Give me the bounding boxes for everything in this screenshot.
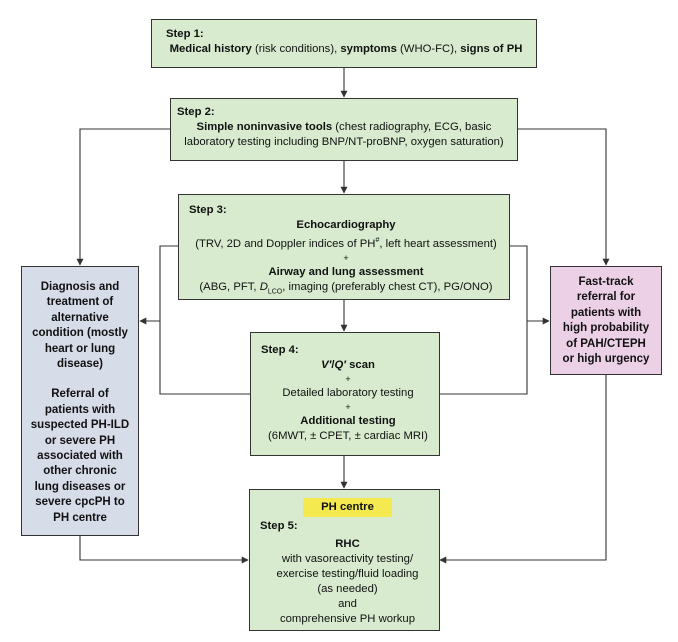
fast-track-referral-box: Fast-track referral for patients with hi…: [550, 266, 662, 375]
line-step3-right-bracket: [440, 245, 528, 395]
step4-additional-detail: (6MWT, ± CPET, ± cardiac MRI): [268, 430, 428, 442]
left-line-a5: disease): [56, 358, 104, 371]
step5-line4: comprehensive PH workup: [280, 613, 415, 625]
step1-signs: signs of PH: [460, 43, 523, 55]
step4-vq-v: V′: [321, 359, 332, 371]
right-line-5: or high urgency: [562, 353, 650, 366]
left-line-a3: condition (mostly: [32, 327, 128, 340]
step5-rhc: RHC: [335, 538, 360, 550]
step5-label: Step 5:: [260, 520, 298, 532]
step3-box: Step 3: Echocardiography (TRV, 2D and Do…: [178, 194, 510, 300]
alternative-diagnosis-box: Diagnosis and treatment of alternative c…: [21, 266, 139, 536]
step4-lab: Detailed laboratory testing: [282, 387, 414, 399]
right-line-4: of PAH/CTEPH: [566, 337, 646, 350]
step5-line1: with vasoreactivity testing/: [281, 553, 414, 565]
step1-symptoms-note: (WHO-FC),: [396, 43, 461, 55]
step2-tools-note: (chest radiography, ECG, basic: [332, 121, 492, 133]
arrow-step2-to-left: [76, 128, 170, 266]
right-line-2: patients with: [570, 306, 642, 319]
left-line-b7: severe cpcPH to: [35, 496, 125, 509]
step3-airway: Airway and lung assessment: [268, 265, 424, 278]
step1-history-note: (risk conditions),: [251, 43, 341, 55]
left-line-b1: patients with: [44, 403, 116, 416]
step1-history: Medical history: [169, 43, 252, 55]
step4-plus-2: +: [345, 402, 351, 412]
step1-box: Step 1: Medical history (risk conditions…: [151, 19, 537, 68]
left-line-b6: lung diseases or: [34, 480, 126, 493]
step5-and: and: [338, 598, 357, 610]
line-step3-left-bracket: [159, 245, 250, 395]
step3-airway-sub: LCO: [267, 288, 283, 296]
step3-echo-detail-sup: #: [375, 237, 380, 244]
step2-line2: laboratory testing including BNP/NT-proB…: [184, 136, 504, 148]
alternative-diagnosis-text: Diagnosis and treatment of alternative c…: [24, 280, 136, 372]
left-line-a4: heart or lung: [44, 342, 116, 355]
step1-label: Step 1:: [166, 28, 204, 40]
left-line-b4: associated with: [37, 450, 123, 463]
step1-symptoms: symptoms: [340, 43, 397, 55]
step3-echo-detail-a: (TRV, 2D and Doppler indices of PH: [195, 237, 376, 250]
step4-box: Step 4: V′/Q′ scan + Detailed laboratory…: [250, 332, 440, 456]
step4-plus-1: +: [345, 374, 351, 384]
left-line-a0: Diagnosis and: [40, 281, 120, 293]
left-line-b2: suspected PH-ILD: [30, 419, 130, 432]
referral-text: Referral of patients with suspected PH-I…: [24, 387, 136, 526]
step5-line2: exercise testing/fluid loading: [276, 568, 419, 580]
step4-vq-q: Q′: [334, 359, 347, 371]
step2-box: Step 2: Simple noninvasive tools (chest …: [170, 98, 518, 161]
step2-tools: Simple noninvasive tools: [196, 121, 333, 133]
step2-label: Step 2:: [177, 106, 215, 118]
step3-airway-detail-b: , imaging (preferably chest CT), PG/ONO): [282, 280, 493, 293]
left-line-b3: or severe PH: [44, 434, 116, 447]
arrow-step2-to-right: [518, 128, 610, 266]
step3-echo: Echocardiography: [296, 219, 396, 231]
step3-airway-d: D: [259, 280, 268, 293]
arrow-left-to-step5: [79, 536, 249, 564]
step4-label: Step 4:: [261, 344, 299, 356]
left-line-a1: treatment of: [46, 296, 114, 309]
step3-airway-detail-a: (ABG, PFT,: [199, 280, 260, 293]
right-line-3: high probability: [562, 322, 650, 335]
right-line-0: Fast-track: [578, 276, 634, 288]
step5-line3: (as needed): [317, 583, 378, 595]
left-line-a2: alternative: [51, 311, 109, 324]
step3-echo-detail-b: , left heart assessment): [379, 237, 497, 250]
step5-box: PH centre Step 5: RHC with vasoreactivit…: [249, 489, 440, 631]
step3-plus: +: [343, 252, 349, 263]
left-line-b5: other chronic: [43, 465, 117, 478]
arrow-right-to-step5: [439, 375, 607, 564]
step4-vq-scan: scan: [346, 359, 375, 371]
ph-centre-badge: PH centre: [303, 498, 392, 517]
step4-vq-slash: /: [331, 359, 335, 371]
left-line-b0: Referral of: [51, 388, 109, 401]
left-line-b8: PH centre: [53, 511, 107, 524]
right-line-1: referral for: [576, 291, 636, 304]
step3-label: Step 3:: [189, 204, 227, 216]
step4-additional: Additional testing: [300, 415, 396, 427]
